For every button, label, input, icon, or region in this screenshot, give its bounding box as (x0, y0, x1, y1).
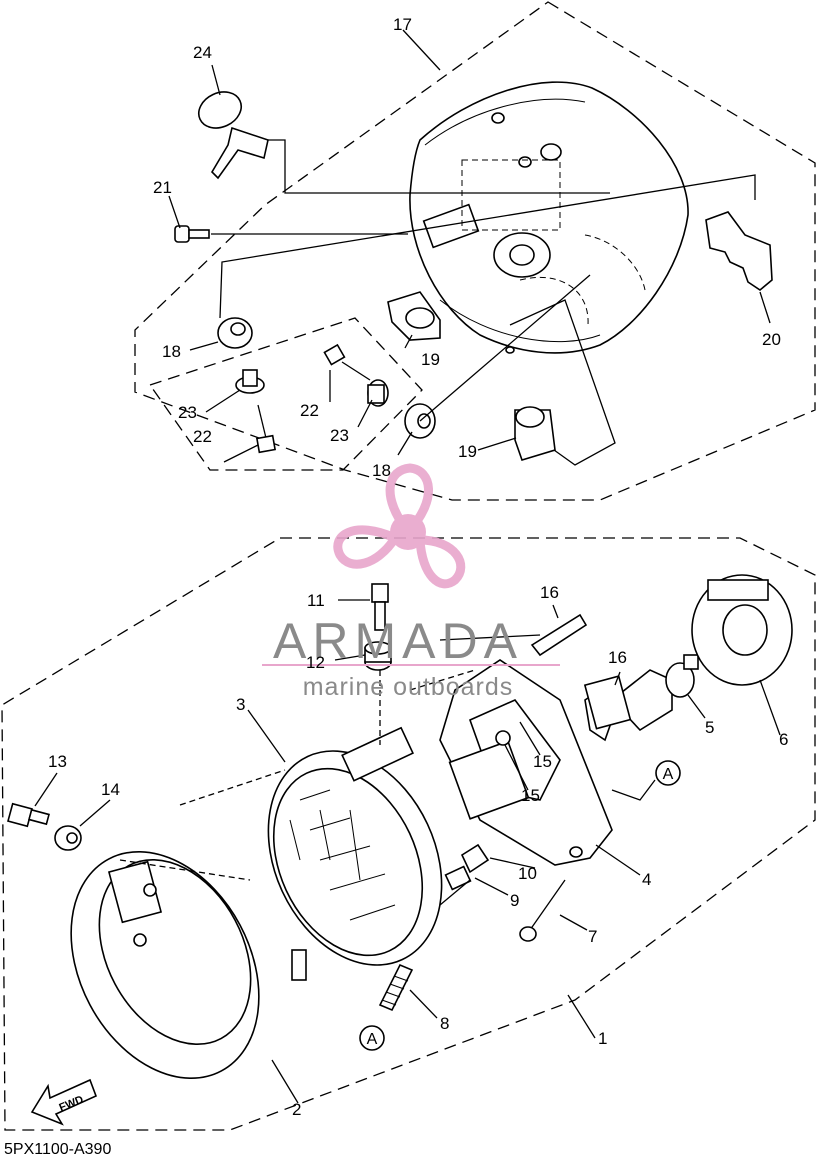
callout-12: 12 (306, 653, 325, 672)
watermark-brand: ARMADA (273, 613, 523, 669)
part-10-socket (460, 843, 490, 874)
subgroup-22-23-boundary (148, 317, 423, 471)
callout-17: 17 (393, 15, 412, 34)
fwd-arrow-icon: FWD (30, 1078, 98, 1126)
part-11-bolt (371, 583, 389, 631)
callout-22a: 22 (300, 401, 319, 420)
callout-9: 9 (510, 891, 519, 910)
callout-8: 8 (440, 1014, 449, 1033)
watermark-tagline: marine outboards (303, 673, 514, 701)
upper-group-boundary (134, 1, 816, 501)
part-3-lens (267, 726, 443, 966)
ref-mark-a-upper: A (655, 760, 681, 786)
callouts: 1 2 3 4 5 6 7 8 9 10 11 12 13 14 15 15 1… (48, 15, 788, 1119)
headlight-body (409, 81, 689, 354)
callout-11: 11 (307, 591, 325, 610)
ref-mark-a-text-lower: A (367, 1031, 378, 1048)
callout-5: 5 (705, 718, 714, 737)
ref-mark-a-lower: A (359, 1025, 385, 1051)
part-24-clamp (198, 91, 269, 180)
callout-7: 7 (588, 927, 597, 946)
armada-logo-icon (333, 463, 466, 589)
part-7-screw (519, 879, 566, 942)
lower-leaders (34, 599, 781, 1104)
callout-15a: 15 (533, 752, 552, 771)
upper-leaders (168, 64, 771, 466)
part-code: 5PX1100-A390 (4, 1141, 111, 1158)
ref-mark-a-text-upper: A (663, 766, 674, 783)
part-8-spring (378, 963, 414, 1012)
part-9-nut (439, 865, 472, 906)
part-16-bulb-a (530, 613, 588, 657)
part-6-cover (691, 574, 793, 686)
callout-10: 10 (518, 864, 537, 883)
callout-21: 21 (153, 178, 172, 197)
callout-4: 4 (642, 870, 651, 889)
callout-24: 24 (193, 43, 212, 62)
part-16-bulb-b (583, 675, 632, 730)
part-19-clip-b (514, 406, 556, 461)
callout-13: 13 (48, 752, 67, 771)
callout-15b: 15 (521, 786, 540, 805)
part-23-collar-a (235, 369, 265, 394)
callout-14: 14 (101, 780, 120, 799)
callout-19b: 19 (458, 442, 477, 461)
leader-17 (402, 29, 441, 71)
callout-22b: 22 (193, 427, 212, 446)
part-21-screw (174, 225, 210, 243)
callout-2: 2 (292, 1100, 301, 1119)
part-18-grommet-a (217, 317, 253, 349)
callout-18b: 18 (372, 461, 391, 480)
callout-16b: 16 (608, 648, 627, 667)
callout-6: 6 (779, 730, 788, 749)
part-4-housing (439, 659, 613, 866)
lower-group-boundary (1, 537, 816, 1131)
part-19-clip-a (387, 291, 441, 341)
callout-19a: 19 (421, 350, 440, 369)
part-14-grommet (54, 825, 82, 851)
callout-23a: 23 (178, 403, 197, 422)
part-13-screw (7, 802, 50, 828)
part-20-bracket (705, 211, 773, 291)
callout-16a: 16 (540, 583, 559, 602)
callout-3: 3 (236, 695, 245, 714)
part-22-bolt-b (255, 404, 277, 454)
part-2-rim (70, 850, 307, 1080)
callout-1: 1 (598, 1029, 607, 1048)
part-22-bolt-a (323, 343, 371, 381)
callout-18a: 18 (162, 342, 181, 361)
callout-20: 20 (762, 330, 781, 349)
callout-23b: 23 (330, 426, 349, 445)
part-23-collar-b (367, 379, 389, 407)
